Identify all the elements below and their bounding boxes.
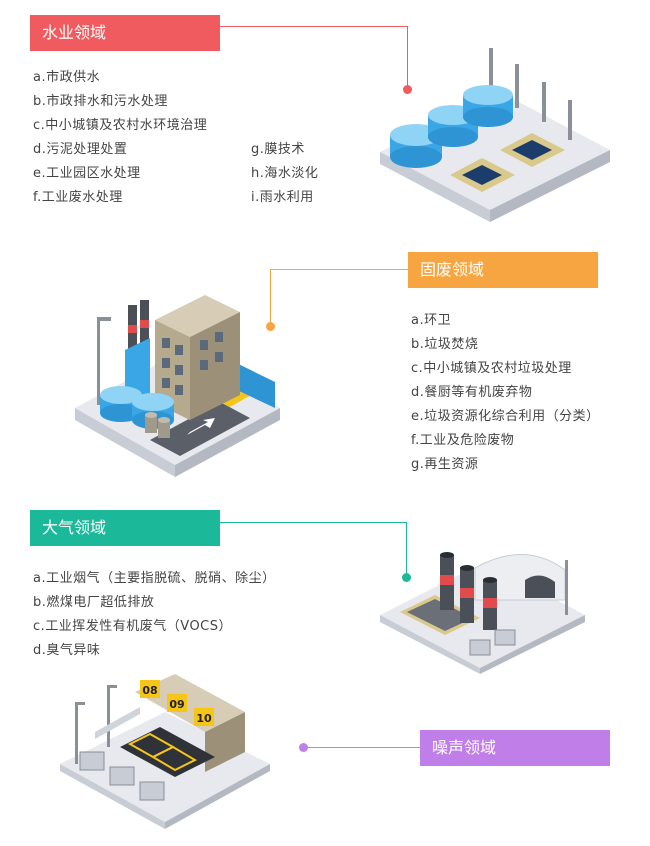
air-connector-dot [402, 573, 411, 582]
parking-sign: 09 [167, 694, 187, 712]
list-item: b.市政排水和污水处理 [33, 94, 168, 109]
air-connector-line [220, 522, 407, 523]
list-item: g.膜技术 [251, 142, 305, 157]
list-item: c.中小城镇及农村垃圾处理 [411, 361, 572, 376]
solid-waste-connector-line-vertical [270, 269, 271, 327]
solid-waste-section-header: 固废领域 [408, 252, 598, 288]
list-item: f.工业及危险废物 [411, 433, 515, 448]
list-item: g.再生资源 [411, 457, 479, 472]
water-connector-line [220, 26, 408, 27]
list-item: c.工业挥发性有机废气（VOCS） [33, 619, 233, 634]
list-item: a.市政供水 [33, 70, 101, 85]
water-connector-dot [403, 85, 412, 94]
list-item: c.中小城镇及农村水环境治理 [33, 118, 208, 133]
air-plant-illustration [380, 552, 585, 674]
noise-parking-illustration: 08 09 10 [60, 674, 270, 829]
water-section-header: 水业领域 [30, 15, 220, 51]
parking-sign: 10 [194, 708, 214, 726]
list-item: d.臭气异味 [33, 643, 101, 658]
parking-sign: 08 [140, 680, 160, 698]
parking-sign-number: 10 [196, 712, 212, 725]
air-section-header: 大气领域 [30, 510, 220, 546]
solid-waste-plant-illustration [75, 295, 280, 477]
solid-waste-connector-line [270, 269, 408, 270]
list-item: f.工业废水处理 [33, 190, 123, 205]
list-item: a.环卫 [411, 313, 452, 328]
list-item: e.垃圾资源化综合利用（分类） [411, 409, 600, 424]
list-item: b.燃煤电厂超低排放 [33, 595, 155, 610]
water-connector-line-vertical [407, 26, 408, 88]
noise-connector-dot [299, 743, 308, 752]
air-connector-line-vertical [406, 522, 407, 578]
list-item: i.雨水利用 [251, 190, 314, 205]
list-item: d.餐厨等有机废弃物 [411, 385, 533, 400]
water-plant-illustration [380, 48, 610, 222]
list-item: b.垃圾焚烧 [411, 337, 479, 352]
noise-section-header: 噪声领域 [420, 730, 610, 766]
list-item: h.海水淡化 [251, 166, 319, 181]
parking-sign-number: 09 [169, 698, 184, 711]
list-item: e.工业园区水处理 [33, 166, 141, 181]
list-item: a.工业烟气（主要指脱硫、脱硝、除尘） [33, 571, 276, 586]
solid-waste-connector-dot [266, 322, 275, 331]
list-item: d.污泥处理处置 [33, 142, 128, 157]
noise-connector-line [303, 747, 420, 748]
parking-sign-number: 08 [142, 684, 157, 697]
